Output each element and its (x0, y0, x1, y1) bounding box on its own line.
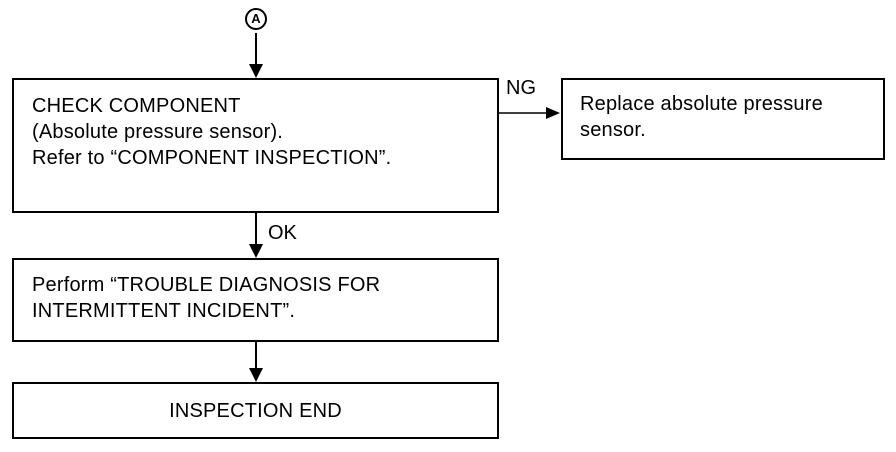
perform-diagnosis-line2: INTERMITTENT INCIDENT”. (32, 300, 296, 322)
check-component-box: CHECK COMPONENT (Absolute pressure senso… (12, 78, 499, 213)
ok-branch-label: OK (268, 222, 297, 244)
inspection-end-box: INSPECTION END (12, 382, 499, 439)
perform-diagnosis-line1: Perform “TROUBLE DIAGNOSIS FOR (32, 274, 381, 296)
perform-diagnosis-box: Perform “TROUBLE DIAGNOSIS FOR INTERMITT… (12, 258, 499, 342)
check-component-reference: Refer to “COMPONENT INSPECTION”. (32, 147, 392, 169)
arrowhead-check (249, 64, 263, 78)
arrowhead-end (249, 368, 263, 382)
check-component-title: CHECK COMPONENT (32, 95, 241, 117)
connector-a-label: A (251, 11, 261, 26)
arrowhead-perform (249, 244, 263, 258)
replace-sensor-line1: Replace absolute pressure (580, 93, 823, 115)
connector-a-marker: A (245, 8, 267, 30)
arrowhead-replace (546, 107, 560, 119)
replace-sensor-line2: sensor. (580, 119, 646, 141)
inspection-end-label: INSPECTION END (169, 400, 342, 422)
ng-branch-label: NG (506, 77, 536, 99)
check-component-subject: (Absolute pressure sensor). (32, 121, 284, 143)
replace-sensor-box: Replace absolute pressure sensor. (561, 78, 885, 160)
